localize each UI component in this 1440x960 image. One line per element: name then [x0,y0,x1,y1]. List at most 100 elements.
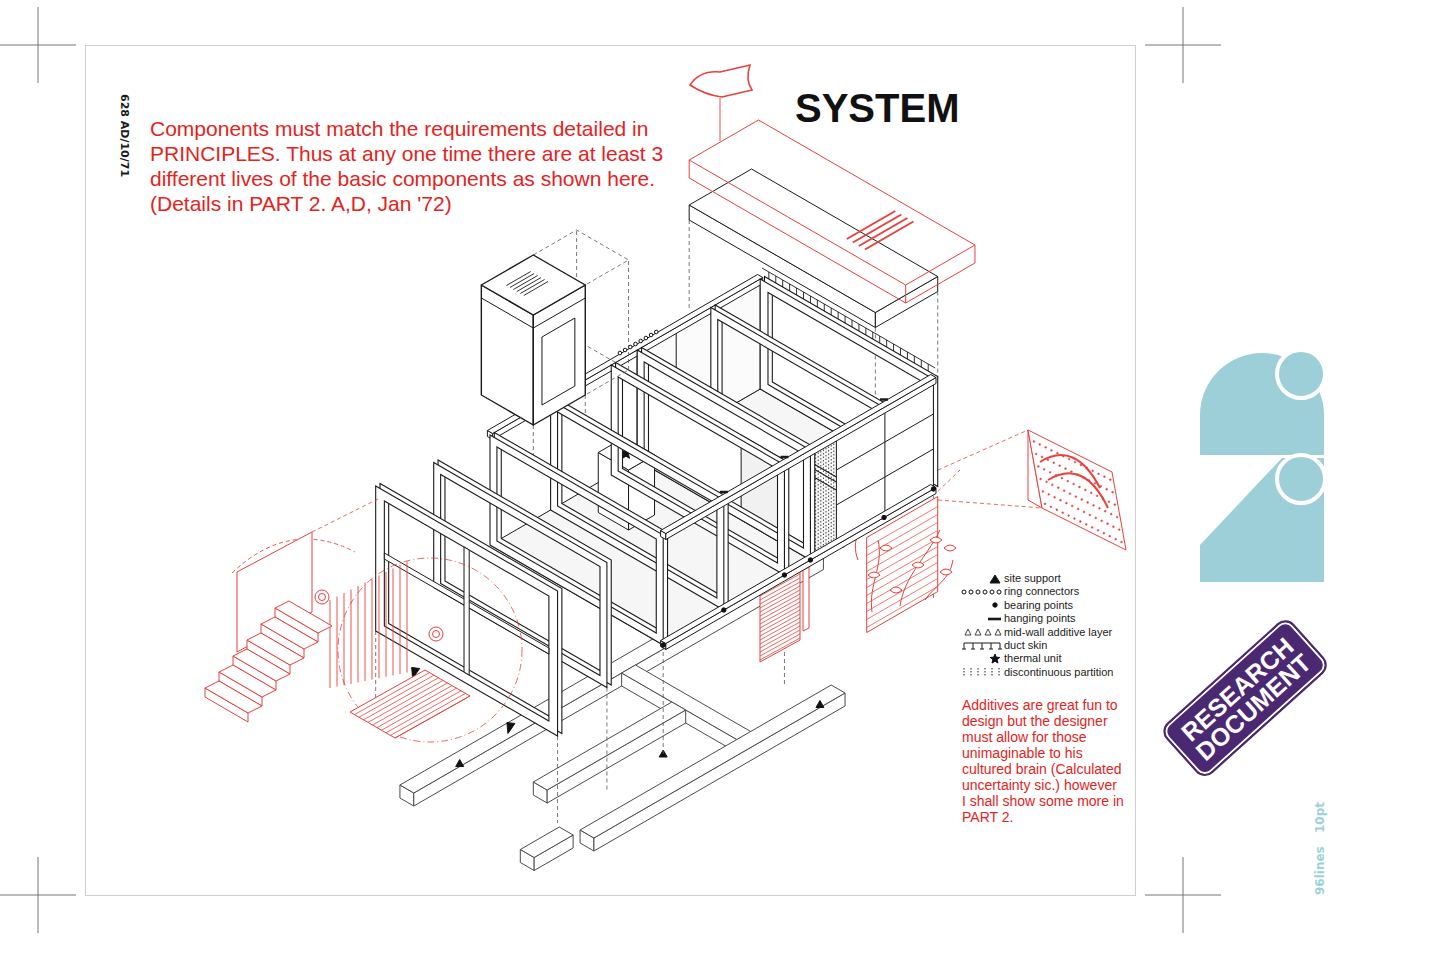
louver-slat [760,638,800,660]
discontinuous-partition [833,437,834,547]
plant-stem [925,560,953,600]
roof-canopy [974,245,975,263]
plant-leaf [880,545,892,551]
solar-cell [1065,502,1067,504]
legend-symbol [958,640,1002,652]
solar-cell [1106,488,1108,490]
ring-connector [628,345,632,349]
solar-cell [1093,504,1095,506]
handwritten-note: Components must match the requirements d… [150,116,672,216]
hatch-line [867,571,938,612]
solar-cell [1077,508,1079,510]
duct-skin-symbol [989,648,993,649]
legend-text: duct skin [1004,639,1047,652]
solar-cell [1035,453,1037,455]
bearing-point [882,515,886,519]
legend-symbol [958,666,1002,678]
pivot-circle [319,594,326,601]
solar-cell [1092,470,1094,472]
duct-skin-symbol [980,648,984,649]
hanging-point [780,456,788,459]
duct-skin-tick [775,276,776,283]
legend-text: mid-wall additive layer [1004,626,1112,639]
duct-skin-tick [872,332,873,339]
foundation-beam [580,685,845,838]
stamp-box: RESEARCH DOCUMENT [1158,615,1332,781]
page-reference: 628 AD/10/71 [118,94,131,177]
tower-band [481,298,533,328]
porch-slat [400,565,401,674]
duct-skin-symbol [971,648,975,649]
partition-symbol [964,668,965,676]
tower-grille [520,280,544,294]
projection-line [938,500,1042,508]
projection-line [557,736,558,823]
site-support-mark [456,760,464,767]
label-holder: Components must match the requirements d… [150,116,672,216]
pivot-circle [429,627,443,641]
ramp-hatch [386,691,461,733]
solar-cell [1107,523,1109,525]
solar-cell [1104,476,1106,478]
tower-door [542,318,575,405]
solar-cell [1061,477,1063,479]
solar-cell [1094,482,1096,484]
projection-line [663,645,664,757]
stamp-text: RESEARCH DOCUMENT [1175,632,1314,764]
tower-grille [506,272,530,286]
print-mark: 96lines [1313,846,1327,895]
duct-skin-tick [824,304,825,311]
discontinuous-partition [831,438,832,548]
porch-slat [330,600,331,688]
ring-connector [649,333,653,337]
duct-skin-tick [838,312,839,319]
solar-cell [1115,538,1117,540]
label-holder: 10pt [1313,802,1327,833]
bearing-point [722,608,726,612]
solar-cell [1096,495,1098,497]
ring-connector [654,330,658,334]
thermal-unit-symbol [990,654,1000,663]
legend-symbol [958,653,1002,665]
duct-skin-tick [782,280,783,287]
duct-skin-symbol [964,643,965,649]
ring-frame [551,400,724,610]
ring-connector-symbol [990,590,994,594]
solar-arc [1048,473,1108,508]
canopy-ribbon [690,65,752,97]
legend-row: ring connectors [958,585,1079,598]
solar-cell [1071,471,1073,473]
solar-cell [1089,514,1091,516]
duct-skin-tick [831,308,832,315]
canopy-hatch [865,222,913,250]
solar-cell [1098,473,1100,475]
ring-connector-symbol [983,590,987,594]
label-holder: 628 AD/10/71 [118,94,131,177]
hanging-point-symbol [988,617,1001,620]
solar-cell [1081,499,1083,501]
ring-connector [639,339,643,343]
legend-symbol [958,573,1002,585]
hanging-point [720,491,728,494]
solar-cell [1065,468,1067,470]
duct-skin-tick [845,316,846,323]
duct-skin-tick [886,340,887,347]
duct-skin-tick [921,360,922,367]
porch-slat [365,583,366,682]
solar-cell [1069,493,1071,495]
print-mark: 10pt [1313,802,1327,833]
ring-connector [644,336,648,340]
duct-skin-symbol [1000,643,1001,649]
solar-cell [1053,462,1055,464]
ramp-hatch [391,693,466,735]
hatch-line [867,523,938,564]
tower-grille [517,278,541,292]
tower-grille [524,282,548,296]
solar-cell [1068,458,1070,460]
duct-skin-tick [810,296,811,303]
page-border [86,46,1136,896]
partition-symbol [971,668,972,676]
solar-cell [1104,510,1106,512]
plant-leaf [930,537,942,543]
